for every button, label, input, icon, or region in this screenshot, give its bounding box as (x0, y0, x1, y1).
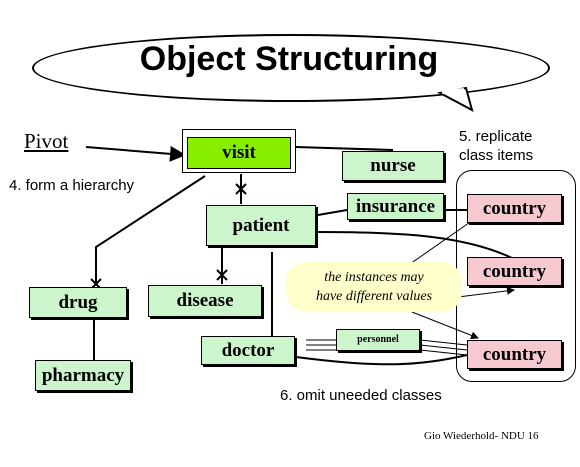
pivot-label: Pivot (24, 129, 69, 153)
visit-drug-line (95, 175, 206, 285)
visit-box[interactable]: visit (187, 137, 291, 169)
patient-country-line (317, 231, 521, 263)
title-bubble (32, 34, 550, 102)
note-replicate-line2: class items (459, 147, 534, 164)
doctor-country-line (295, 354, 468, 366)
doctor-box[interactable]: doctor (201, 336, 295, 365)
credit-footer: Gio Wiederhold- NDU 16 (424, 430, 539, 442)
patient-insurance-line (317, 209, 348, 216)
pharmacy-box[interactable]: pharmacy (35, 360, 131, 391)
instances-callout: the instances may have different values (286, 262, 462, 312)
patient-box[interactable]: patient (206, 205, 316, 246)
country-box-1[interactable]: country (467, 194, 562, 223)
personnel-box[interactable]: personnel (336, 329, 420, 351)
callout-line-2: have different values (315, 289, 433, 304)
drug-box[interactable]: drug (29, 287, 127, 318)
nurse-box[interactable]: nurse (342, 151, 444, 181)
country-box-2[interactable]: country (467, 257, 562, 286)
pivot-arrow (85, 145, 186, 162)
note-omit: 6. omit uneeded classes (280, 387, 442, 404)
disease-box[interactable]: disease (148, 285, 262, 317)
insurance-box[interactable]: insurance (347, 193, 444, 220)
callout-line-1: the instances may (324, 270, 424, 285)
country-box-3[interactable]: country (467, 340, 562, 369)
note-hierarchy: 4. form a hierarchy (9, 177, 135, 194)
note-replicate-line1: 5. replicate (459, 128, 533, 145)
slide-title: Object Structuring (139, 40, 439, 78)
